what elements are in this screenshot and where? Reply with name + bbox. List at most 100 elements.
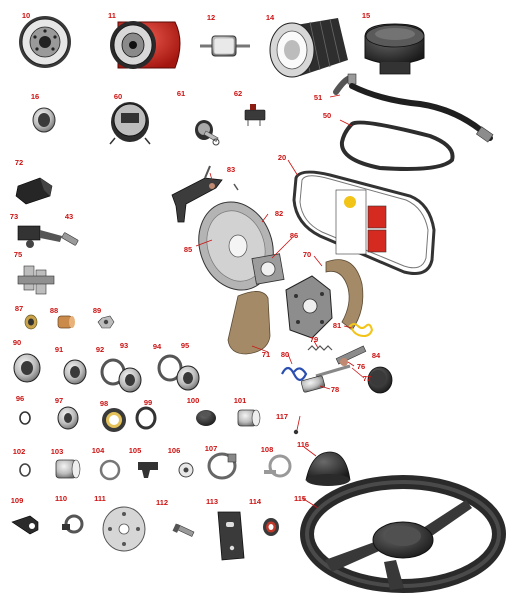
label-110: 110 [54, 494, 68, 503]
label-14: 14 [265, 13, 275, 22]
label-117: 117 [275, 412, 289, 421]
label-70: 70 [302, 250, 312, 259]
label-51: 51 [313, 93, 323, 102]
label-89: 89 [92, 306, 102, 315]
label-109: 109 [10, 496, 24, 505]
part-95-tapered-bearing [176, 365, 200, 391]
label-11: 11 [108, 11, 116, 20]
part-96-washer [19, 411, 31, 425]
part-94-bearing-race [157, 354, 183, 382]
part-104-washer [99, 459, 121, 481]
part-87-bushing [24, 314, 38, 330]
label-111: 111 [94, 494, 106, 503]
label-83: 83 [226, 165, 236, 174]
part-10-oil-filter [19, 16, 71, 68]
label-50: 50 [322, 111, 332, 120]
part-11-filter-red [110, 21, 181, 69]
label-90: 90 [12, 338, 22, 347]
part-12-inline-fuel-filter [200, 35, 250, 57]
part-70-brake-shoe [325, 259, 364, 331]
label-16: 16 [30, 92, 40, 101]
part-50-belt [339, 120, 455, 171]
label-20: 20 [277, 153, 287, 162]
part-109-clip [11, 515, 39, 535]
label-75: 75 [13, 250, 23, 259]
label-73: 73 [9, 212, 19, 221]
part-99-ring [135, 406, 157, 430]
label-96: 96 [15, 394, 25, 403]
label-62: 62 [233, 89, 243, 98]
part-60-ignition-switch-base [109, 102, 151, 145]
label-91: 91 [54, 345, 64, 354]
label-85: 85 [183, 245, 193, 254]
label-105: 105 [128, 446, 142, 455]
part-116-cover [305, 451, 351, 486]
part-101-bushing [237, 409, 261, 427]
part-62-interlock-switch [244, 104, 266, 126]
part-113-bracket [217, 511, 245, 561]
label-115: 115 [293, 494, 307, 503]
label-116: 116 [296, 440, 310, 449]
part-80-spring-blue [281, 366, 308, 382]
label-103: 103 [50, 447, 64, 456]
label-77: 77 [362, 374, 372, 383]
label-113: 113 [205, 497, 219, 506]
label-97: 97 [54, 396, 64, 405]
label-100: 100 [186, 396, 200, 405]
label-78: 78 [330, 385, 340, 394]
label-102: 102 [12, 447, 26, 456]
part-51-hose [349, 83, 493, 141]
label-15: 15 [361, 11, 371, 20]
part-82-brake-backing-plate [198, 201, 274, 291]
part-16-needle-bearing [32, 107, 56, 133]
part-114-seal [263, 518, 279, 536]
part-83-brake-lever-bracket [171, 165, 239, 223]
part-89-nut [97, 315, 115, 329]
part-73-latch [17, 225, 62, 248]
part-97-bearing [57, 406, 79, 430]
label-60: 60 [113, 92, 123, 101]
part-93-tapered-bearing [118, 367, 142, 393]
part-84-cap [367, 366, 393, 394]
part-79-spring [307, 345, 333, 351]
part-75-u-joint [17, 265, 55, 295]
label-99: 99 [143, 398, 153, 407]
part-90-bearing [13, 353, 41, 383]
label-112: 112 [155, 498, 169, 507]
part-108-clamp [264, 454, 292, 478]
part-86-hub-flange [251, 253, 285, 285]
part-103-spacer [55, 459, 81, 479]
part-61-ignition-key [195, 120, 220, 146]
hose-end-fitting [475, 126, 494, 143]
label-80: 80 [280, 350, 290, 359]
part-100-grommet [196, 410, 216, 426]
label-76: 76 [356, 362, 366, 371]
leader-lines [195, 94, 365, 509]
label-92: 92 [95, 345, 105, 354]
label-61: 61 [176, 89, 186, 98]
part-107-hose-clamp [207, 452, 237, 480]
part-14-air-filter [269, 18, 348, 78]
part-115-steering-wheel [300, 475, 506, 593]
part-105-clip [138, 462, 158, 478]
label-94: 94 [152, 342, 162, 351]
part-110-clamp [62, 514, 84, 534]
part-98-seal [102, 408, 126, 432]
label-104: 104 [91, 446, 105, 455]
part-71-brake-shoe [227, 291, 271, 355]
part-117-screw [293, 429, 299, 435]
label-108: 108 [260, 445, 274, 454]
label-72: 72 [14, 158, 24, 167]
label-95: 95 [180, 341, 190, 350]
label-101: 101 [233, 396, 247, 405]
part-106-washer [178, 462, 194, 478]
label-88: 88 [49, 306, 59, 315]
part-81-spring [348, 323, 374, 338]
label-107: 107 [204, 444, 218, 453]
part-15-air-cleaner-cap [364, 23, 425, 75]
label-114: 114 [248, 497, 262, 506]
part-77-pin [315, 364, 351, 378]
part-76-adjuster [335, 345, 367, 366]
label-106: 106 [167, 446, 181, 455]
